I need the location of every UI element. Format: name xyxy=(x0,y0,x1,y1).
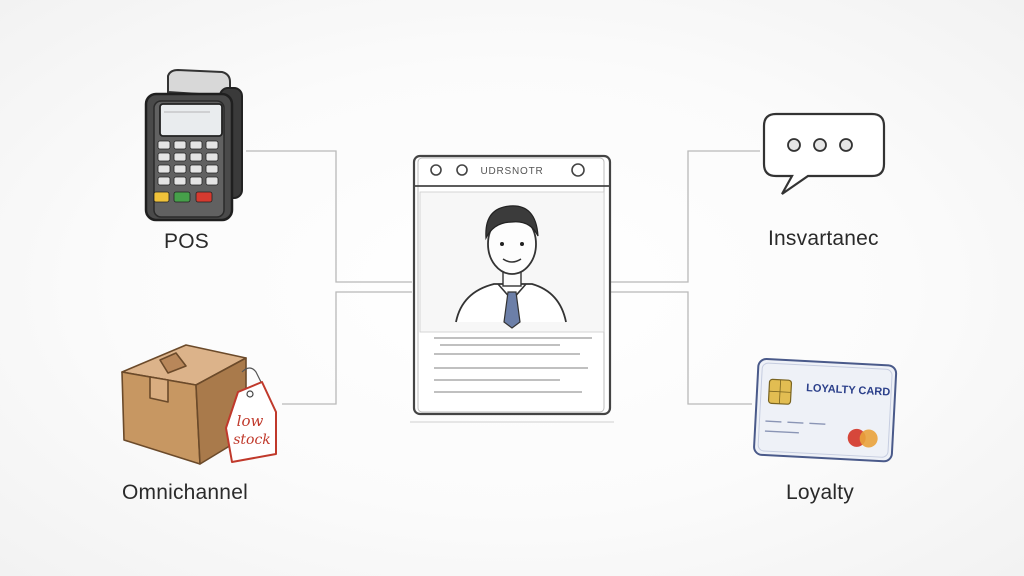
connector-insvartanec xyxy=(610,150,760,283)
stock-tag-text-line2: stock xyxy=(233,432,271,448)
profile-card-header-text: UDRSNOTR xyxy=(480,166,543,177)
profile-badge-icon xyxy=(410,154,614,423)
shipping-box-icon xyxy=(121,344,277,465)
connector-omnichannel xyxy=(282,291,412,405)
label-omnichannel: Omnichannel xyxy=(122,481,248,504)
stock-tag-text-line1: low xyxy=(237,412,264,430)
connector-loyalty xyxy=(610,291,752,405)
label-pos: POS xyxy=(164,230,209,253)
loyalty-card-title: LOYALTY CARD xyxy=(806,382,891,398)
label-insvartanec: Insvartanec xyxy=(768,227,879,250)
chat-bubble-icon xyxy=(762,112,886,195)
pos-terminal-icon xyxy=(144,68,243,222)
connector-lines xyxy=(246,150,760,405)
label-loyalty: Loyalty xyxy=(786,481,854,504)
loyalty-card-icon xyxy=(753,358,898,463)
connector-pos xyxy=(246,150,412,283)
